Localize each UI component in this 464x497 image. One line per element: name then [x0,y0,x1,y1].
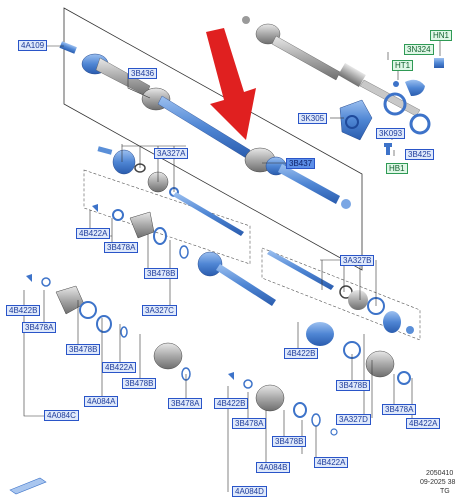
callout-3B478A-1[interactable]: 3B478A [104,242,139,253]
driveshaft-assembly-top [59,41,351,209]
inner-joint-left-mid [97,146,244,236]
callout-4A084D[interactable]: 4A084D [232,486,267,497]
callout-3B478B-5[interactable]: 3B478B [272,436,307,447]
callout-HN1[interactable]: HN1 [430,30,453,41]
callout-3B478B-1[interactable]: 3B478B [144,268,179,279]
assembly-frame-main [63,7,363,271]
callout-4B422A-2[interactable]: 4B422A [102,362,137,373]
callout-3B478A-5[interactable]: 3B478A [232,418,267,429]
red-pointer-arrow [206,28,256,140]
callout-3B436[interactable]: 3B436 [128,68,158,79]
driveshaft-grey-top-right [242,16,421,117]
callout-4A084B[interactable]: 4A084B [256,462,291,473]
callout-HB1[interactable]: HB1 [386,163,408,174]
callout-4B422B-3[interactable]: 4B422B [214,398,249,409]
callout-3A327C[interactable]: 3A327C [142,305,177,316]
callout-4B422B-2[interactable]: 4B422B [284,348,319,359]
callout-HT1[interactable]: HT1 [392,60,414,71]
callout-3K093[interactable]: 3K093 [376,128,406,139]
diagram-code: 2050410 [426,470,454,477]
callout-3B425[interactable]: 3B425 [405,149,435,160]
callout-3B478A-4[interactable]: 3B478A [382,404,417,415]
callout-3K305[interactable]: 3K305 [298,113,328,124]
callout-3B478A-2[interactable]: 3B478A [22,322,57,333]
callout-3B478B-4[interactable]: 3B478B [336,380,371,391]
callout-3A327B[interactable]: 3A327B [340,255,375,266]
callout-3B437-highlighted[interactable]: 3B437 [286,158,316,169]
callout-3B478B-2[interactable]: 3B478B [66,344,101,355]
link-arrow-icon[interactable] [9,477,47,495]
joint-bottom-middle [228,372,338,436]
boot-and-shaft-middle [92,204,276,306]
callout-4A109[interactable]: 4A109 [18,40,48,51]
callout-4B422A-4[interactable]: 4B422A [406,418,441,429]
diagram-date: 09-2025 38 [420,479,456,486]
joint-lower-left [26,274,191,381]
diagram-initials: TG [440,488,450,495]
callout-4B422A-1[interactable]: 4B422A [76,228,111,239]
callout-4A084C[interactable]: 4A084C [44,410,79,421]
joint-lower-right [306,322,411,385]
shaft-right-mid [267,250,414,334]
callout-4B422B-1[interactable]: 4B422B [6,305,41,316]
callout-3B478B-3[interactable]: 3B478B [122,378,157,389]
callout-3N324[interactable]: 3N324 [404,44,434,55]
callout-3A327A[interactable]: 3A327A [154,148,189,159]
callout-4B422A-5[interactable]: 4B422A [314,457,349,468]
callout-4A084A[interactable]: 4A084A [84,396,119,407]
bearing-bracket-parts [339,58,444,155]
callout-3B478A-3[interactable]: 3B478A [168,398,203,409]
callout-3A327D[interactable]: 3A327D [336,414,371,425]
